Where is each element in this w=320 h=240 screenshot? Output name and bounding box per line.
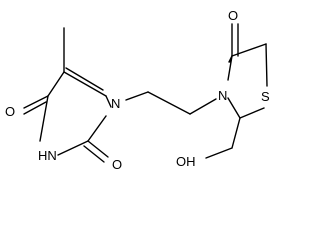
bond-c4-o (23, 95, 49, 109)
bond-ch2-ch2 (147, 91, 191, 115)
bond-ch2-oh (205, 147, 233, 159)
ethylene-linker (125, 91, 217, 115)
atom-label-o-uracil-4: O (5, 104, 15, 119)
thiazolidinone-ring (227, 43, 268, 119)
bond-c6-c5-double (65, 67, 104, 91)
uracil-ring (39, 67, 112, 156)
atom-label-o-thiazolidinone: O (228, 8, 238, 23)
bond-ch2-n (189, 98, 217, 115)
thiazolidinone-carbonyl (231, 23, 239, 57)
bond-c4-c5 (231, 43, 267, 57)
atom-label-n-uracil-1: N (111, 96, 120, 111)
bond-n1-c6 (105, 95, 112, 108)
bond-c6-c5 (63, 71, 107, 97)
bond-n3-c2 (57, 140, 89, 156)
atom-label-o-uracil-2: O (112, 157, 122, 172)
bond-c2-o-double (83, 145, 105, 163)
atom-label-nh-uracil-3: HN (38, 148, 57, 163)
atom-label-n-thiazolidine: N (218, 88, 227, 103)
bond-n-ring-c4 (227, 55, 233, 81)
uracil-c2-carbonyl (83, 140, 109, 163)
bond-c5-c4 (47, 71, 65, 97)
bond-c2-o (87, 140, 109, 158)
atom-label-oh-hydroxymethyl: OH (176, 154, 196, 169)
bond-s-c2 (239, 107, 265, 119)
bond-c4-n3 (39, 95, 49, 142)
bond-c5-s (265, 43, 268, 87)
hydroxymethyl-group (205, 117, 241, 159)
bond-n1-ch2 (125, 91, 149, 101)
bond-c4-o-double (23, 101, 47, 115)
bond-c2-n (227, 97, 241, 119)
bond-c2-ch2 (231, 117, 241, 149)
bond-c2-n1 (87, 115, 107, 142)
molecule-diagram: O HN O N N S O OH (5, 8, 270, 172)
uracil-c4-carbonyl (23, 95, 49, 115)
atom-label-s-thiazolidine: S (261, 89, 270, 104)
structure-canvas: O HN O N N S O OH (5, 8, 270, 172)
